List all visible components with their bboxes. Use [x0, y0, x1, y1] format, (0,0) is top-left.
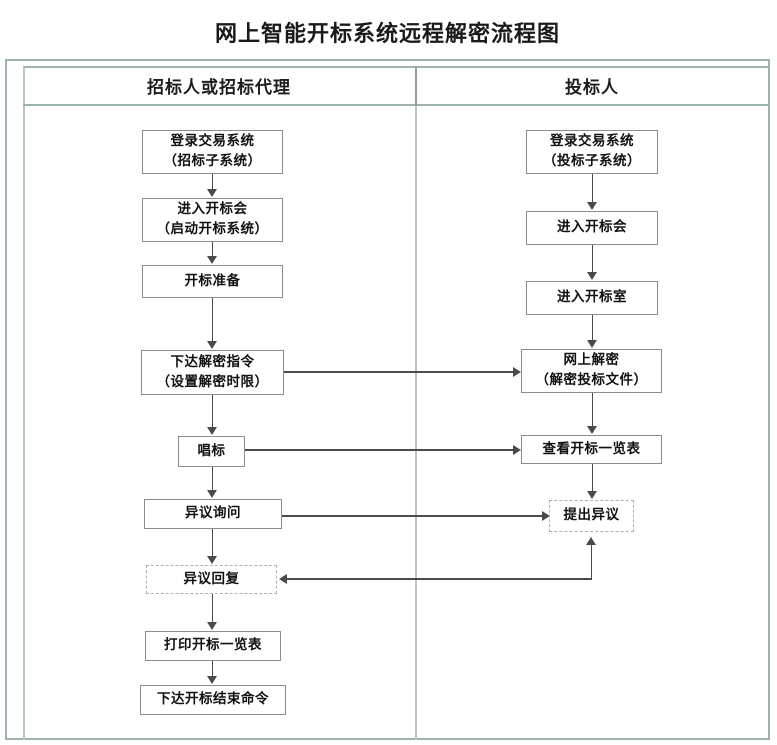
node-issue-decryption-command[interactable]: 下达解密指令 （设置解密时限）	[141, 350, 284, 395]
page-title: 网上智能开标系统远程解密流程图	[214, 22, 560, 47]
node-b1-line2: （投标子系统）	[543, 153, 641, 169]
node-online-decryption[interactable]: 网上解密 （解密投标文件）	[521, 349, 662, 393]
connector-t4-b4	[284, 371, 514, 373]
node-t5-line1: 唱标	[197, 442, 226, 459]
arrowhead-t8-t9	[207, 676, 217, 684]
lane-header-bidder-label: 投标人	[565, 77, 619, 98]
connector-t6-t7	[211, 529, 214, 557]
node-b4-line1: 网上解密	[563, 352, 620, 369]
node-t3-line1: 开标准备	[184, 272, 241, 289]
connector-t4-t5	[211, 395, 214, 428]
arrowhead-b6-objection	[586, 537, 596, 545]
swimlane-header-row: 招标人或招标代理 投标人	[23, 66, 769, 106]
node-t9-line1: 下达开标结束命令	[157, 691, 269, 708]
arrowhead-t2-t3	[207, 256, 217, 264]
diagram-title-bar: 网上智能开标系统远程解密流程图	[5, 5, 770, 61]
connector-t3-t4	[211, 298, 214, 342]
lane-header-bidder: 投标人	[415, 66, 769, 104]
node-bid-opening-preparation[interactable]: 开标准备	[142, 265, 283, 298]
node-enter-bid-opening-room[interactable]: 进入开标室	[526, 281, 658, 315]
arrowhead-b5-b6	[587, 491, 597, 499]
lane-header-tenderer-label: 招标人或招标代理	[147, 77, 291, 98]
node-login-trading-system-bidder[interactable]: 登录交易系统 （投标子系统）	[526, 130, 658, 174]
node-objection-reply[interactable]: 异议回复	[146, 565, 277, 594]
node-t2-line1: 进入开标会	[177, 201, 248, 218]
arrowhead-t5-t6	[207, 490, 217, 498]
node-login-trading-system-tenderer[interactable]: 登录交易系统 （招标子系统）	[142, 130, 283, 174]
arrowhead-t6-t7	[207, 556, 217, 564]
connector-b6-t7-horizontal	[287, 578, 592, 580]
node-b2-line1: 进入开标会	[557, 219, 627, 236]
arrowhead-t5-b5	[513, 445, 521, 455]
node-b1-line1: 登录交易系统	[550, 133, 634, 150]
connector-t7-t8	[211, 594, 214, 623]
connector-b4-b5	[591, 393, 594, 427]
arrowhead-t1-t2	[207, 189, 217, 197]
node-t1-line2: （招标子系统）	[163, 153, 262, 169]
arrowhead-t6-b6	[542, 511, 550, 521]
connector-t5-t6	[211, 467, 214, 490]
node-print-bid-opening-list[interactable]: 打印开标一览表	[145, 631, 281, 661]
connector-t5-b5	[245, 449, 514, 451]
connector-b6-t7-vertical	[590, 545, 593, 579]
lane-divider	[415, 66, 417, 740]
node-enter-bid-opening-meeting-bidder[interactable]: 进入开标会	[526, 211, 658, 245]
node-t8-line1: 打印开标一览表	[164, 637, 262, 654]
connector-t2-t3	[211, 242, 214, 257]
node-t2-line2: （启动开标系统）	[156, 221, 269, 237]
lane-header-tenderer: 招标人或招标代理	[23, 66, 415, 104]
node-t4-line1: 下达解密指令	[170, 353, 255, 370]
node-view-bid-opening-list[interactable]: 查看开标一览表	[521, 435, 662, 464]
node-enter-bid-opening-meeting-tenderer[interactable]: 进入开标会 （启动开标系统）	[142, 198, 283, 242]
swimlane-table	[23, 66, 769, 740]
node-t6-line1: 异议询问	[185, 505, 241, 522]
node-t1-line1: 登录交易系统	[170, 133, 255, 150]
arrowhead-t7-t8	[207, 622, 217, 630]
arrowhead-t4-b4	[513, 367, 521, 377]
node-bid-announcement[interactable]: 唱标	[178, 436, 245, 467]
node-b5-line1: 查看开标一览表	[542, 440, 641, 457]
lane-divider-header-segment	[415, 66, 417, 106]
arrowhead-b2-b3	[587, 272, 597, 280]
connector-b5-b6	[591, 464, 594, 492]
node-t7-line1: 异议回复	[183, 570, 240, 587]
connector-t1-t2	[211, 174, 214, 190]
node-t4-line2: （设置解密时限）	[156, 373, 269, 390]
connector-b2-b3	[591, 245, 594, 273]
node-b4-line2: （解密投标文件）	[535, 372, 648, 388]
arrowhead-t4-t5	[207, 427, 217, 435]
node-b6-line1: 提出异议	[563, 507, 620, 524]
node-raise-objection[interactable]: 提出异议	[549, 500, 634, 532]
arrowhead-b4-b5	[587, 426, 597, 434]
arrowhead-b1-b2	[587, 202, 597, 210]
arrowhead-b6-t7	[279, 574, 287, 584]
arrowhead-t3-t4	[207, 341, 217, 349]
connector-b1-b2	[591, 174, 594, 203]
node-issue-bid-opening-end-command[interactable]: 下达开标结束命令	[140, 685, 286, 715]
arrowhead-b3-b4	[587, 340, 597, 348]
node-objection-inquiry[interactable]: 异议询问	[144, 499, 282, 529]
connector-t8-t9	[211, 661, 214, 677]
connector-b3-b4	[591, 315, 594, 341]
connector-t6-b6	[282, 515, 543, 517]
node-b3-line1: 进入开标室	[557, 289, 627, 306]
